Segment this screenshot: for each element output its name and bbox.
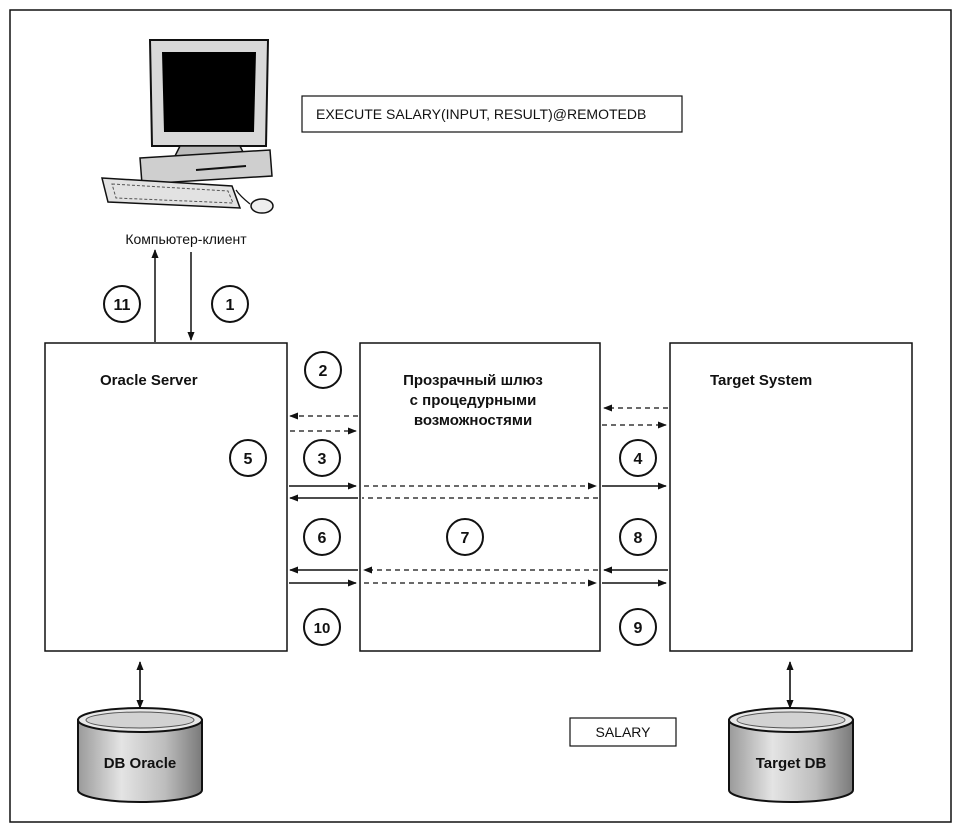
svg-text:10: 10	[314, 620, 331, 637]
step-circle-1: 1	[211, 285, 249, 323]
svg-text:7: 7	[461, 530, 470, 547]
step-circle-6: 6	[303, 518, 341, 556]
gateway-label-line-1: Прозрачный шлюз	[403, 372, 543, 389]
oracle-server-label: Oracle Server	[100, 372, 198, 389]
gateway-box	[359, 342, 601, 652]
step-circle-5: 5	[229, 439, 267, 477]
command-text: EXECUTE SALARY(INPUT, RESULT)@REMOTEDB	[316, 106, 646, 122]
step-circle-11: 11	[103, 285, 141, 323]
step-circle-9: 9	[619, 608, 657, 646]
salary-label: SALARY	[596, 724, 652, 740]
step-circle-3: 3	[303, 439, 341, 477]
salary-box	[569, 717, 677, 747]
target-db-cylinder	[728, 707, 854, 803]
client-label: Компьютер-клиент	[125, 231, 247, 247]
gateway-label-line-3: возможностями	[414, 412, 532, 429]
client-computer-icon	[101, 39, 274, 214]
svg-text:4: 4	[634, 451, 643, 468]
oracle-server-box	[44, 342, 288, 652]
step-circle-8: 8	[619, 518, 657, 556]
target-system-box	[669, 342, 913, 652]
svg-text:8: 8	[634, 530, 643, 547]
svg-text:2: 2	[319, 363, 328, 380]
gateway-label-line-2: с процедурными	[410, 392, 537, 409]
target-system-label: Target System	[710, 372, 812, 389]
db-oracle-cylinder	[77, 707, 203, 803]
svg-text:11: 11	[114, 297, 131, 314]
outer-frame	[9, 9, 952, 823]
svg-text:5: 5	[244, 451, 253, 468]
target-db-label: Target DB	[756, 755, 827, 772]
svg-text:9: 9	[634, 620, 643, 637]
svg-text:6: 6	[318, 530, 327, 547]
step-circle-10: 10	[303, 608, 341, 646]
svg-text:3: 3	[318, 451, 327, 468]
step-circle-2: 2	[304, 351, 342, 389]
db-oracle-label: DB Oracle	[104, 755, 177, 772]
step-circle-4: 4	[619, 439, 657, 477]
step-circle-7: 7	[446, 518, 484, 556]
svg-text:1: 1	[226, 297, 235, 314]
command-box	[301, 95, 683, 133]
